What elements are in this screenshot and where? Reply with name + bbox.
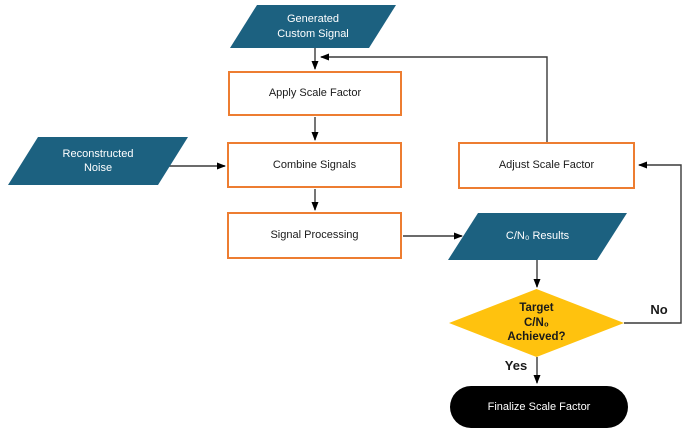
node-apply-scale-factor-label: Apply Scale Factor xyxy=(268,87,362,100)
node-adjust-scale-factor: Adjust Scale Factor xyxy=(458,142,635,189)
node-finalize-scale-factor-label: Finalize Scale Factor xyxy=(487,400,591,413)
node-combine-signals: Combine Signals xyxy=(227,142,402,188)
node-finalize-scale-factor: Finalize Scale Factor xyxy=(450,386,628,428)
node-reconstructed-noise-label: Reconstructed Noise xyxy=(62,147,134,174)
node-combine-signals-label: Combine Signals xyxy=(272,158,357,171)
node-cn0-results: C/N₀ Results xyxy=(448,213,627,260)
node-signal-processing-label: Signal Processing xyxy=(270,229,359,242)
node-signal-processing: Signal Processing xyxy=(227,212,402,259)
node-target-cn0-achieved-decision: Target C/N₀ Achieved? xyxy=(449,289,624,357)
node-adjust-scale-factor-label: Adjust Scale Factor xyxy=(498,159,595,172)
node-reconstructed-noise: Reconstructed Noise xyxy=(8,137,188,185)
node-generated-custom-signal: Generated Custom Signal xyxy=(230,5,396,48)
node-generated-custom-signal-label: Generated Custom Signal xyxy=(277,13,349,40)
edge-label-yes: Yes xyxy=(504,358,528,373)
node-cn0-results-label: C/N₀ Results xyxy=(505,230,570,243)
node-apply-scale-factor: Apply Scale Factor xyxy=(228,71,402,116)
node-target-cn0-achieved-label: Target C/N₀ Achieved? xyxy=(507,302,566,344)
edge-label-no: No xyxy=(650,302,668,317)
